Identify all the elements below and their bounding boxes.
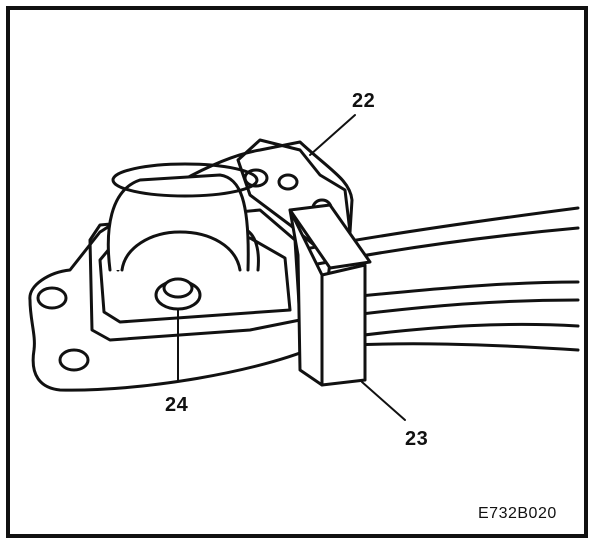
bracket-hole-2 (277, 173, 299, 191)
figure-code: E732B020 (478, 505, 557, 522)
rubber-bushing (106, 162, 259, 272)
callout-23: 23 (405, 428, 429, 450)
clamp (288, 203, 372, 387)
plate-hole-bottom (58, 348, 90, 372)
bolt (154, 277, 202, 381)
plate-hole-left (36, 286, 68, 310)
leader-22 (309, 114, 356, 156)
bracket-hole-1 (243, 168, 269, 188)
leader-23 (361, 381, 406, 421)
callout-22: 22 (352, 90, 376, 112)
callout-24: 24 (165, 394, 189, 416)
